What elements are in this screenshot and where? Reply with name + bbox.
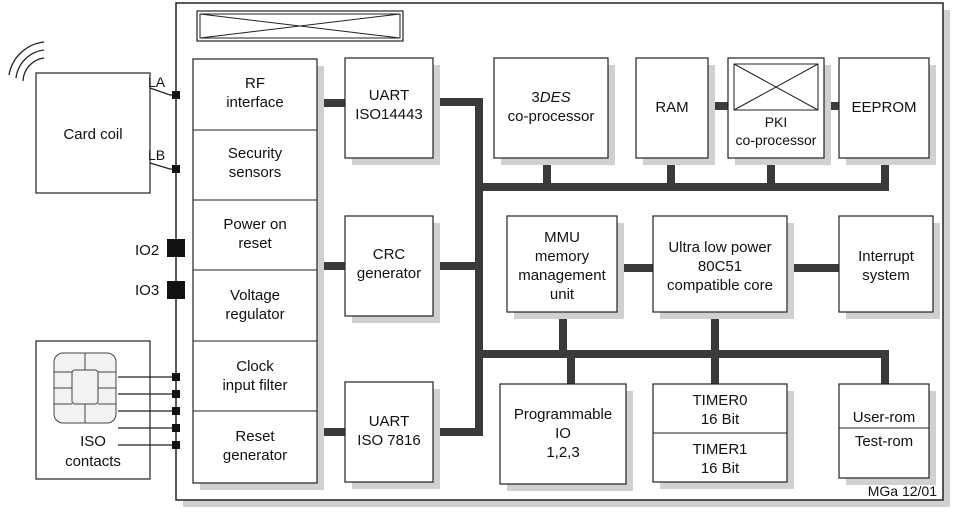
pki-line2: co-processor: [736, 132, 817, 148]
timer1-line1: TIMER1: [692, 441, 747, 458]
power-on-reset: Power on reset: [223, 216, 286, 252]
crc-generator-line1: CRC: [373, 246, 406, 263]
security-sensors-line2: sensors: [229, 164, 282, 181]
io2-label: IO2: [135, 242, 159, 259]
top-crossed-box: [196, 10, 404, 42]
rom-block: User-rom Test-rom: [838, 383, 936, 485]
core-line3: compatible core: [667, 277, 773, 294]
ram-label: RAM: [655, 99, 688, 116]
timer1-line2: 16 Bit: [701, 460, 740, 477]
uart-iso7816-block: UART ISO 7816: [344, 381, 440, 489]
rf-interface-line2: interface: [226, 94, 284, 111]
io3-pad: [167, 281, 185, 299]
programmable-io-line1: Programmable: [514, 406, 612, 423]
clock-input-filter-line2: input filter: [222, 377, 287, 394]
uart-iso14443-line2: ISO14443: [355, 106, 423, 123]
interrupt-line2: system: [862, 267, 910, 284]
pki-line1: PKI: [765, 114, 788, 130]
antenna-icon: [8, 41, 45, 82]
user-rom-label: User-rom: [853, 409, 916, 426]
iso-contact-lines: [118, 376, 175, 446]
io2-pad: [167, 239, 185, 257]
uart-iso14443-block: UART ISO14443: [344, 57, 440, 165]
crc-generator-block: CRC generator: [344, 215, 440, 323]
io3-label: IO3: [135, 282, 159, 299]
interrupt-line1: Interrupt: [858, 248, 915, 265]
core-line1: Ultra low power: [668, 239, 771, 256]
security-sensors: Security sensors: [228, 145, 283, 181]
timer-block: TIMER0 16 Bit TIMER1 16 Bit: [652, 383, 794, 489]
reset-generator: Reset generator: [223, 428, 287, 464]
core-line2: 80C51: [698, 258, 742, 275]
rf-interface: RF interface: [226, 75, 284, 111]
voltage-regulator-line2: regulator: [225, 306, 284, 323]
card-coil-label: Card coil: [63, 126, 122, 143]
iso-contact-pads: [172, 373, 180, 449]
programmable-io-line2: IO: [555, 425, 571, 442]
power-on-reset-line1: Power on: [223, 216, 286, 233]
iso-contacts-line2: contacts: [65, 453, 121, 470]
iso-contacts-line1: ISO: [80, 433, 106, 450]
uart-iso7816-line2: ISO 7816: [357, 432, 420, 449]
timer0-line1: TIMER0: [692, 392, 747, 409]
test-rom-label: Test-rom: [855, 433, 913, 450]
core-block: Ultra low power 80C51 compatible core: [652, 215, 794, 319]
des-coprocessor-line1: 3DES: [531, 89, 570, 106]
des-coprocessor-block: 3DES co-processor: [493, 57, 615, 165]
des-coprocessor-line2: co-processor: [508, 108, 595, 125]
mmu-block: MMU memory management unit: [506, 215, 624, 319]
mmu-line1: MMU: [544, 229, 580, 246]
eeprom-label: EEPROM: [851, 99, 916, 116]
clock-input-filter-line1: Clock: [236, 358, 274, 375]
power-on-reset-line2: reset: [238, 235, 272, 252]
pin-lb-label: LB: [148, 147, 165, 163]
mmu-line4: unit: [550, 286, 575, 303]
interface-column: [192, 58, 324, 490]
interrupt-block: Interrupt system: [838, 215, 940, 319]
timer0-line2: 16 Bit: [701, 411, 740, 428]
reset-generator-line2: generator: [223, 447, 287, 464]
pin-lb-pad: [172, 165, 180, 173]
reset-generator-line1: Reset: [235, 428, 275, 445]
smartcard-chip-icon: [53, 352, 117, 424]
rf-interface-line1: RF: [245, 75, 265, 92]
clock-input-filter: Clock input filter: [222, 358, 287, 394]
voltage-regulator-line1: Voltage: [230, 287, 280, 304]
data-bus: [317, 98, 889, 436]
uart-iso7816-line1: UART: [369, 413, 410, 430]
mmu-line2: memory: [535, 248, 590, 265]
programmable-io-block: Programmable IO 1,2,3: [499, 383, 633, 491]
pin-la-label: LA: [148, 74, 166, 90]
voltage-regulator: Voltage regulator: [225, 287, 284, 323]
mmu-line3: management: [518, 267, 606, 284]
pin-la-pad: [172, 91, 180, 99]
crc-generator-line2: generator: [357, 265, 421, 282]
eeprom-block: EEPROM: [838, 57, 936, 165]
security-sensors-line1: Security: [228, 145, 283, 162]
card-coil-block: Card coil: [35, 72, 151, 194]
uart-iso14443-line1: UART: [369, 87, 410, 104]
pki-coprocessor-block: PKI co-processor: [727, 57, 831, 165]
programmable-io-line3: 1,2,3: [546, 444, 579, 461]
ram-block: RAM: [635, 57, 715, 165]
credit-text: MGa 12/01: [868, 483, 937, 499]
